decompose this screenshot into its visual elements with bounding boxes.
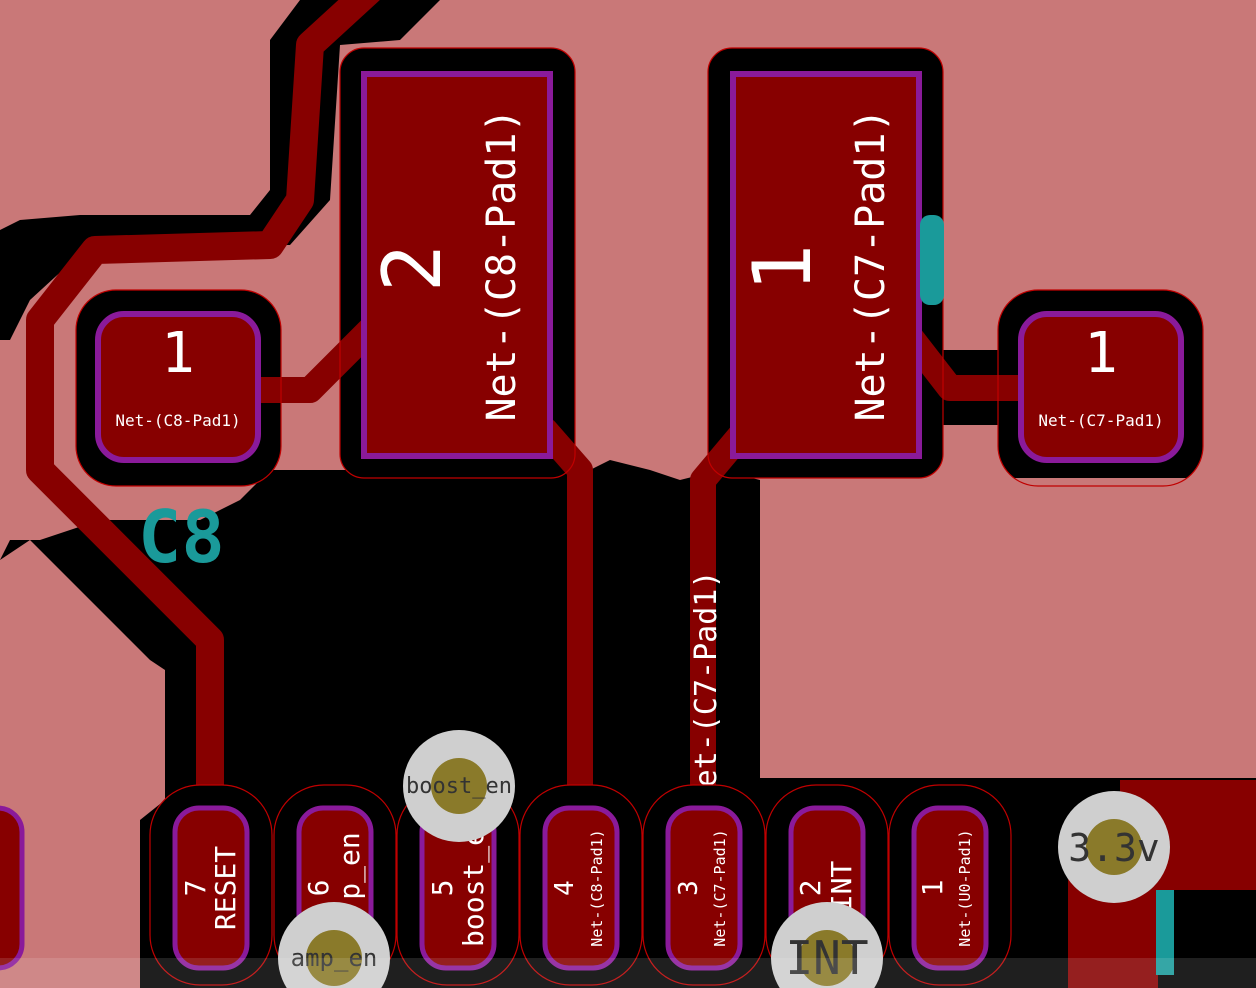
clearance-c7-small [997,289,1204,487]
connector-pin-6-net: p_en [333,832,367,899]
pad-c7-1-body [730,71,922,459]
clearance-c8-big [339,47,576,479]
ref-c8: C8 [138,495,225,579]
pour-island-left [0,540,165,988]
pad-c8-2-net: Net-(C8-Pad1) [479,108,525,421]
pad-c8-2-body [361,71,553,459]
silk-stroke-right [1156,890,1174,975]
connector-pin-7-net: RESET [209,846,242,930]
pour-void-top-left [0,0,440,340]
via-amp-en[interactable]: amp_en [278,902,390,988]
connector-pin-1-body [911,805,989,971]
pad-c8-1-body [95,311,261,463]
pad-c7-1-small-body [1018,311,1184,463]
track-label-c7: Net-(C7-Pad1) [689,571,724,806]
via-hole [1086,819,1142,875]
track-c8-down [532,417,593,863]
via-hole [431,758,487,814]
connector-pin-3-number: 3 [674,880,704,896]
connector-pin-1[interactable]: 1 Net-(U0-Pad1) [888,784,1012,986]
connector-pin-5-number: 5 [426,880,459,897]
pad-c7-1-small-net: Net-(C7-Pad1) [1038,411,1163,430]
connector-pin-4-number: 4 [550,880,580,896]
connector-pin-4-net: Net-(C8-Pad1) [588,829,606,946]
pad-c7-1-number: 1 [736,244,829,292]
pad-c7-1[interactable]: 1 Net-(C7-Pad1) [730,71,922,459]
pad-c7-1-net: Net-(C7-Pad1) [848,108,894,421]
pad-c7-1-small-number: 1 [1084,321,1118,386]
pour-right-lower [760,478,1256,778]
connector-pin-8-partial [0,805,25,971]
connector-pin-5[interactable]: 5 boost_e [396,784,520,986]
via-hole [799,930,855,986]
bottom-overlay-strip [0,958,1256,988]
connector: 7 RESET 6 p_en 5 boost_e 4 Net-(C8-Pad1)… [149,784,1012,986]
connector-pin-6-number: 6 [302,880,335,897]
connector-pin-7[interactable]: 7 RESET [149,784,273,986]
clearance-c8-small [75,289,282,487]
track-reset [26,0,380,864]
pad-c8-1-number: 1 [161,321,195,386]
connector-pin-7-body [172,805,250,971]
connector-pin-7-number: 7 [179,880,212,897]
connector-pin-3[interactable]: 3 Net-(C7-Pad1) [642,784,766,986]
connector-pin-5-net: boost_e [457,829,491,947]
connector-pin-2-number: 2 [794,880,827,897]
connector-pin-3-net: Net-(C7-Pad1) [711,829,729,946]
pad-c8-1-net: Net-(C8-Pad1) [115,411,240,430]
connector-pin-1-number: 1 [916,880,949,897]
via-boost-en-label: boost_en [406,774,512,799]
via-int[interactable]: INT [771,902,883,988]
connector-pin-3-body [665,805,743,971]
connector-pin-1-net: Net-(U0-Pad1) [956,829,974,946]
silk-c7-fragment [920,215,944,305]
pad-c8-2[interactable]: 2 Net-(C8-Pad1) [361,71,553,459]
via-3v3[interactable]: 3.3v [1058,791,1170,903]
pad-c8-1[interactable]: 1 Net-(C8-Pad1) [95,311,261,463]
via-amp-en-label: amp_en [291,944,378,972]
via-int-label: INT [785,931,868,985]
connector-pin-4[interactable]: 4 Net-(C8-Pad1) [519,784,643,986]
via-3v3-label: 3.3v [1068,826,1160,870]
via-boost-en[interactable]: boost_en [403,730,515,842]
via-hole [306,930,362,986]
pad-c8-2-number: 2 [366,244,459,292]
pad-c7-1-small[interactable]: 1 Net-(C7-Pad1) [1018,311,1184,463]
connector-pin-4-body [542,805,620,971]
